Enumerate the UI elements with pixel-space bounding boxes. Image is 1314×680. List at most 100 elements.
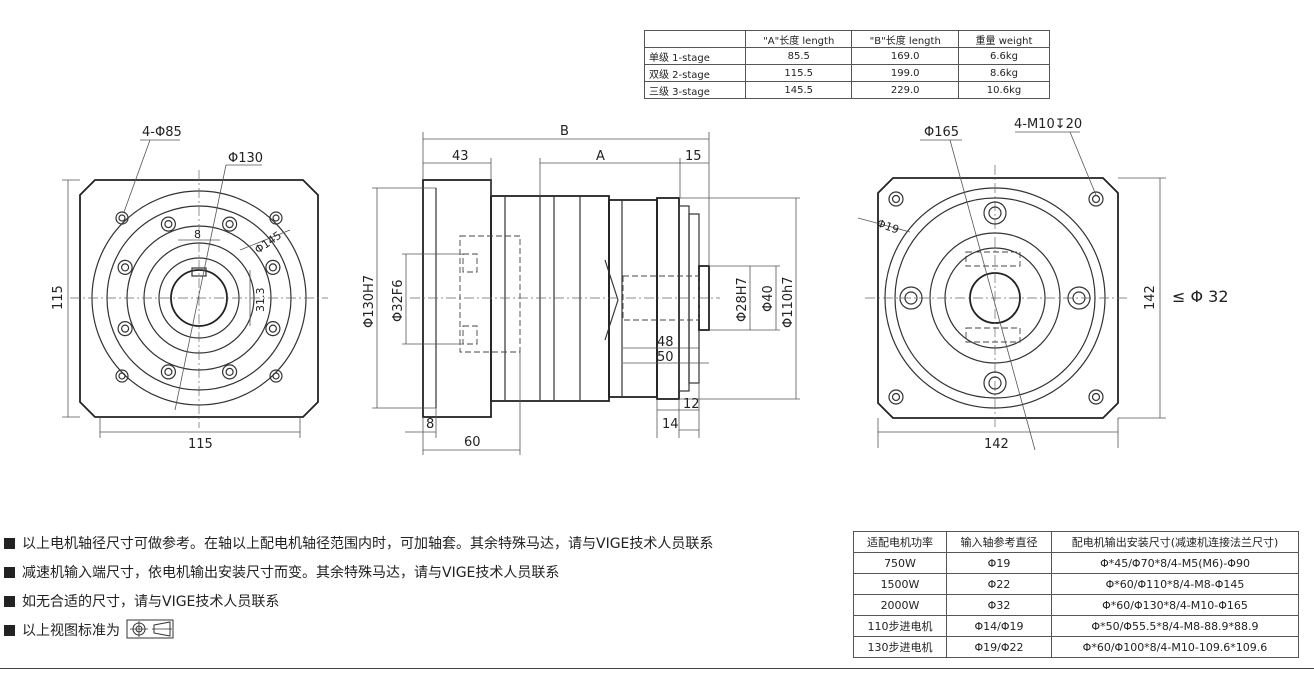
- side-bore-label: Φ130H7: [362, 275, 377, 328]
- shaft-cell: Φ19: [946, 552, 1052, 574]
- side-input-bore-label: Φ32F6: [391, 279, 406, 322]
- note-text: 如无合适的尺寸，请与VIGE技术人员联系: [22, 594, 280, 610]
- length-table: "A"长度 length "B"长度 length 重量 weight 单级 1…: [644, 30, 1050, 99]
- front-width-label: 115: [188, 437, 213, 452]
- bolt-hole: [265, 321, 281, 337]
- bullet-square-icon: [4, 538, 15, 549]
- bullet-square-icon: [4, 567, 15, 578]
- front-height-label: 115: [51, 285, 66, 310]
- a-length-cell: 145.5: [744, 81, 853, 99]
- side-shaft-dia-label: Φ28H7: [735, 277, 750, 322]
- b-length-cell: 169.0: [851, 47, 959, 65]
- bolt-hole: [268, 324, 277, 333]
- note-text: 减速机输入端尺寸，依电机输出安装尺寸而变。其余特殊马达，请与VIGE技术人员联系: [22, 565, 560, 581]
- table-row: 双级 2-stage 115.5 199.0 8.6kg: [644, 64, 1050, 82]
- front-key-width-label: 8: [194, 228, 201, 241]
- bolt-hole: [222, 364, 238, 380]
- front-view: 4-Φ85 Φ130 8 Φ145 31.3 115 115: [51, 125, 328, 452]
- side-shaft-dia2-label: Φ40: [761, 285, 776, 312]
- bolt-hole: [164, 220, 173, 229]
- rear-view: 4-M10↧20 Φ165 Φ19 142 142 ≤ Φ 32: [857, 117, 1229, 452]
- power-cell: 2000W: [853, 594, 947, 616]
- note-item: 减速机输入端尺寸，依电机输出安装尺寸而变。其余特殊马达，请与VIGE技术人员联系: [4, 559, 713, 588]
- stage-cell: 单级 1-stage: [644, 47, 746, 65]
- bolt-hole: [225, 220, 234, 229]
- bolt-hole: [120, 324, 130, 333]
- shaft-cell: Φ14/Φ19: [946, 615, 1052, 637]
- note-item: 以上视图标准为: [4, 617, 713, 646]
- table-row: 三级 3-stage 145.5 229.0 10.6kg: [644, 81, 1050, 99]
- power-cell: 130步进电机: [853, 636, 947, 658]
- mount-cell: Φ*45/Φ70*8/4-M5(M6)-Φ90: [1051, 552, 1299, 574]
- rear-height-label: 142: [1143, 285, 1158, 310]
- motor-header-cell: 配电机输出安装尺寸(减速机连接法兰尺寸): [1051, 531, 1299, 553]
- side-60-label: 60: [464, 435, 481, 450]
- power-cell: 1500W: [853, 573, 947, 595]
- front-key-height-label: 31.3: [254, 288, 267, 313]
- a-length-cell: 115.5: [744, 64, 853, 82]
- bolt-hole: [160, 216, 176, 232]
- mount-cell: Φ*60/Φ110*8/4-M8-Φ145: [1051, 573, 1299, 595]
- bolt-hole: [120, 263, 130, 272]
- bolt-hole: [117, 321, 133, 337]
- table-row: 750W Φ19 Φ*45/Φ70*8/4-M5(M6)-Φ90: [853, 552, 1299, 574]
- b-length-cell: 199.0: [851, 64, 959, 82]
- bolt-hole: [225, 367, 234, 376]
- bolt-hole: [222, 216, 238, 232]
- bolt-hole: [265, 259, 281, 275]
- rear-width-label: 142: [984, 437, 1009, 452]
- shaft-cell: Φ19/Φ22: [946, 636, 1052, 658]
- bullet-square-icon: [4, 625, 15, 636]
- bolt-hole: [164, 367, 173, 376]
- side-12-label: 12: [683, 397, 700, 412]
- bolt-hole: [117, 259, 133, 275]
- a-length-cell: 85.5: [744, 47, 853, 65]
- shaft-cell: Φ22: [946, 573, 1052, 595]
- side-spigot-label: Φ110h7: [781, 276, 796, 328]
- length-table-header: "A"长度 length "B"长度 length 重量 weight: [644, 30, 1050, 48]
- table-row: 1500W Φ22 Φ*60/Φ110*8/4-M8-Φ145: [853, 573, 1299, 595]
- side-14-label: 14: [662, 417, 679, 432]
- length-header-cell: 重量 weight: [958, 30, 1050, 48]
- power-cell: 110步进电机: [853, 615, 947, 637]
- power-cell: 750W: [853, 552, 947, 574]
- note-text: 以上视图标准为: [22, 623, 120, 639]
- bottom-divider: [0, 668, 1314, 669]
- table-row: 110步进电机 Φ14/Φ19 Φ*50/Φ55.5*8/4-M8-88.9*8…: [853, 615, 1299, 637]
- motor-header-cell: 输入轴参考直径: [946, 531, 1052, 553]
- length-header-cell: "B"长度 length: [851, 30, 959, 48]
- mount-cell: Φ*60/Φ100*8/4-M10-109.6*109.6: [1051, 636, 1299, 658]
- side-50-label: 50: [657, 350, 674, 365]
- rear-max-shaft-label: ≤ Φ 32: [1172, 287, 1229, 306]
- side-48-label: 48: [657, 335, 674, 350]
- table-row: 130步进电机 Φ19/Φ22 Φ*60/Φ100*8/4-M10-109.6*…: [853, 636, 1299, 658]
- side-flange-len-label: 43: [452, 149, 469, 164]
- rear-holes-label: 4-M10↧20: [1014, 117, 1082, 132]
- mount-cell: Φ*60/Φ130*8/4-M10-Φ165: [1051, 594, 1299, 616]
- note-text: 以上电机轴径尺寸可做参考。在轴以上配电机轴径范围内时，可加轴套。其余特殊马达，请…: [22, 536, 714, 552]
- bullet-square-icon: [4, 596, 15, 607]
- front-holes-label: 4-Φ85: [142, 125, 182, 140]
- weight-cell: 10.6kg: [958, 81, 1050, 99]
- bolt-hole: [160, 364, 176, 380]
- stage-cell: 三级 3-stage: [644, 81, 746, 99]
- note-item: 如无合适的尺寸，请与VIGE技术人员联系: [4, 588, 713, 617]
- b-length-cell: 229.0: [851, 81, 959, 99]
- side-8-label: 8: [426, 417, 434, 432]
- table-row: 单级 1-stage 85.5 169.0 6.6kg: [644, 47, 1050, 65]
- stage-cell: 双级 2-stage: [644, 64, 746, 82]
- weight-cell: 8.6kg: [958, 64, 1050, 82]
- motor-table: 适配电机功率 输入轴参考直径 配电机输出安装尺寸(减速机连接法兰尺寸) 750W…: [853, 531, 1299, 658]
- side-view: B 43 A 15 Φ130H7 Φ32F6 Φ28H7 Φ40 Φ110h7 …: [362, 124, 800, 455]
- bolt-hole: [268, 263, 277, 272]
- side-a-label: A: [596, 149, 605, 164]
- weight-cell: 6.6kg: [958, 47, 1050, 65]
- note-item: 以上电机轴径尺寸可做参考。在轴以上配电机轴径范围内时，可加轴套。其余特殊马达，请…: [4, 530, 713, 559]
- projection-symbol-icon: [126, 619, 174, 639]
- side-b-label: B: [560, 124, 569, 139]
- mount-cell: Φ*50/Φ55.5*8/4-M8-88.9*88.9: [1051, 615, 1299, 637]
- side-shaft-len-label: 15: [685, 149, 702, 164]
- length-header-cell: [644, 30, 746, 48]
- front-pcd-label: Φ130: [228, 151, 263, 166]
